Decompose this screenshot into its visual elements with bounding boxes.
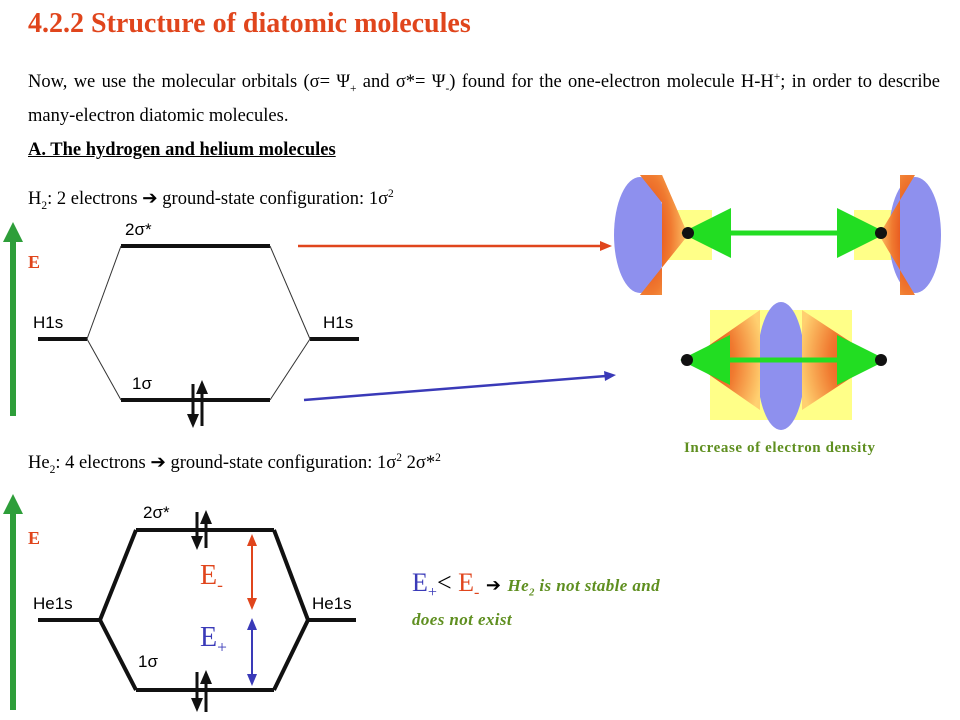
h2-mo-diagram [38, 244, 359, 428]
arrow-right-bullet-icon: ➔ [485, 575, 502, 595]
orbital-caption: Increase of electron density [684, 440, 876, 456]
bonding-pointer-arrow [303, 371, 616, 402]
section-heading: A. The hydrogen and helium molecules [28, 140, 336, 160]
e-minus-label: E- [200, 560, 223, 595]
h2-lower-orbital-label: 1σ [132, 374, 152, 393]
h2-energy-axis [3, 222, 23, 416]
he2-energy-label: E [28, 528, 41, 548]
electron-spin-up-icon [200, 510, 212, 548]
e-plus-gap-arrow [247, 618, 257, 686]
electron-spin-up-icon [196, 380, 208, 426]
e-plus-label: E+ [200, 622, 227, 657]
electron-spin-down-icon [191, 672, 203, 712]
conclusion-note: E+< E- ➔ He2 is not stable and does not … [412, 568, 661, 630]
bonding-orbital-image [680, 302, 887, 430]
intro-paragraph: Now, we use the molecular orbitals (σ= Ψ… [28, 71, 940, 126]
antibonding-orbital-image [614, 175, 941, 295]
electron-spin-down-icon [187, 384, 199, 428]
electron-spin-down-icon [191, 512, 203, 550]
he2-upper-orbital-label: 2σ* [143, 503, 170, 522]
page-title: 4.2.2 Structure of diatomic molecules [28, 8, 471, 39]
h2-right-atomic-label: H1s [323, 313, 354, 332]
he2-lower-orbital-label: 1σ [138, 652, 158, 671]
he2-config-line: He2: 4 electrons ➔ ground-state configur… [28, 452, 441, 476]
h2-energy-label: E [28, 252, 41, 272]
h2-upper-orbital-label: 2σ* [125, 220, 152, 239]
he2-right-atomic-label: He1s [312, 594, 352, 613]
he2-energy-axis [3, 494, 23, 710]
he2-mo-diagram [38, 510, 356, 712]
h2-left-atomic-label: H1s [33, 313, 64, 332]
arrow-right-bullet-icon: ➔ [142, 189, 158, 210]
h2-config-line: H2: 2 electrons ➔ ground-state configura… [28, 188, 394, 212]
electron-spin-up-icon [200, 670, 212, 712]
he2-left-atomic-label: He1s [33, 594, 73, 613]
antibonding-pointer-arrow [298, 241, 612, 251]
arrow-right-bullet-icon: ➔ [150, 453, 166, 474]
e-minus-gap-arrow [247, 534, 257, 610]
